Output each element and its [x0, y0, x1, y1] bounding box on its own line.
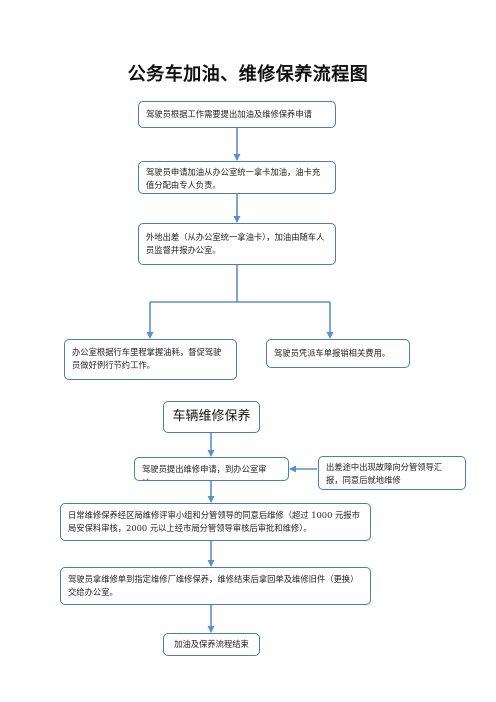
flow-end-box: 加油及保养流程结束: [163, 633, 260, 656]
maintenance-step-3-box: 驾驶员拿维修单到指定维修厂维修保养，维修结束后拿回单及维修旧件（更换）交给办公室…: [60, 567, 371, 605]
fuel-step-3-box: 外地出差（从办公室统一拿油卡），加油由随车人员监督并报办公室。: [138, 223, 336, 265]
page-title: 公务车加油、维修保养流程图: [127, 64, 369, 85]
fuel-step-2-box: 驾驶员申请加油从办公室统一拿卡加油，油卡充值分配由专人负责。: [138, 161, 336, 194]
maintenance-section-title-box: 车辆维修保养: [163, 401, 260, 433]
fuel-step-1-box: 驾驶员根据工作需要提出加油及维修保养申请: [138, 101, 336, 128]
maintenance-step-2-box: 日常维修保养经区局维修评审小组和分管领导的同意后维修（超过 1000 元报市局安…: [60, 503, 371, 541]
fuel-branch-right-box: 驾驶员凭派车单报销相关费用。: [266, 339, 410, 368]
maintenance-side-note-box: 出差途中出现故障向分管领导汇报，同意后就地维修: [318, 456, 466, 490]
fuel-branch-left-box: 办公室根据行车里程掌握油耗，督促驾驶员做好例行节约工作。: [64, 339, 237, 380]
maintenance-step-1-box: 驾驶员提出维修申请，到办公室审核。: [134, 457, 289, 481]
